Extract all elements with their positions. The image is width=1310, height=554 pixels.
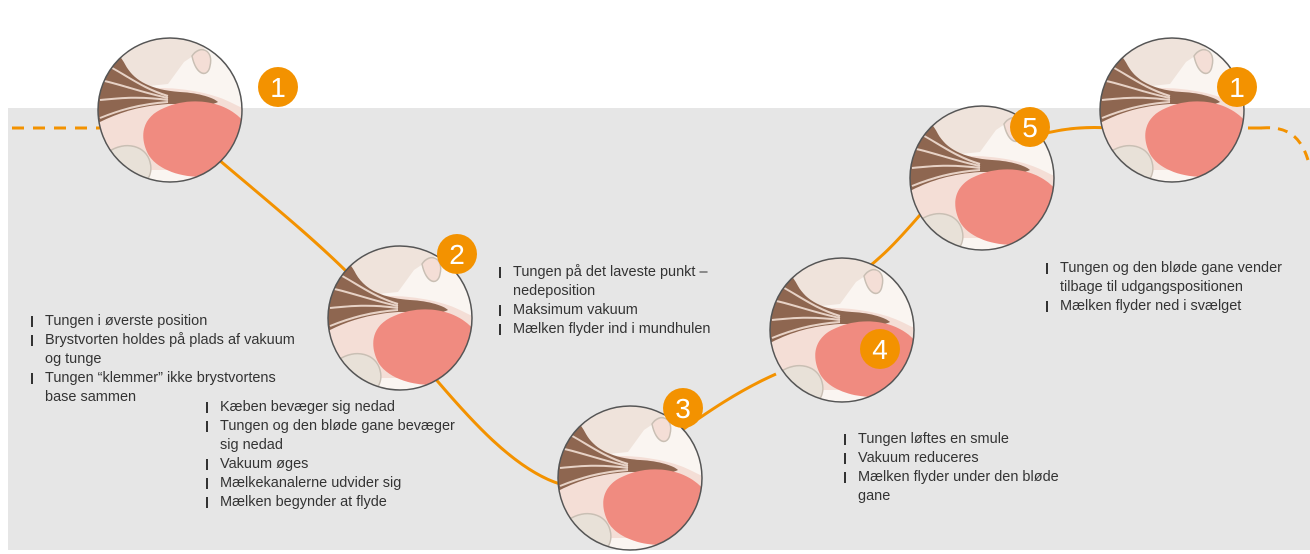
stage-number: 2 xyxy=(449,239,465,270)
stage-number-badge: 5 xyxy=(1010,107,1050,147)
stage-number-badge: 4 xyxy=(860,329,900,369)
stage-number: 1 xyxy=(1229,72,1245,103)
stage-number: 1 xyxy=(270,72,286,103)
description-item: Tungen og den bløde gane vender tilbage … xyxy=(1045,259,1307,297)
stage-1-description: Tungen i øverste position Brystvorten ho… xyxy=(30,312,300,407)
description-item: Mælken flyder ned i svælget xyxy=(1045,297,1307,316)
stage-number: 4 xyxy=(872,334,888,365)
stage-number-badge: 3 xyxy=(663,388,703,428)
description-item: Vakuum øges xyxy=(205,455,475,474)
description-item: Mælken flyder under den bløde gane xyxy=(843,468,1063,506)
description-item: Tungen og den bløde gane bevæger sig ned… xyxy=(205,417,475,455)
stage-2-description: Kæben bevæger sig nedad Tungen og den bl… xyxy=(205,398,475,512)
stage-5-illustration xyxy=(892,88,1072,258)
description-item: Tungen løftes en smule xyxy=(843,430,1063,449)
stage-number: 5 xyxy=(1022,112,1038,143)
description-item: Tungen på det laveste punkt – nedepositi… xyxy=(498,263,758,301)
description-item: Maksimum vakuum xyxy=(498,301,758,320)
description-item: Kæben bevæger sig nedad xyxy=(205,398,475,417)
description-item: Tungen i øverste position xyxy=(30,312,300,331)
stage-number-badge: 2 xyxy=(437,234,477,274)
description-item: Vakuum reduceres xyxy=(843,449,1063,468)
stage-number-badge: 1 xyxy=(1217,67,1257,107)
stage-4-illustration xyxy=(752,240,932,410)
stage-4-description: Tungen løftes en smule Vakuum reduceres … xyxy=(843,430,1063,506)
stage-number: 3 xyxy=(675,393,691,424)
stage-number-badge: 1 xyxy=(258,67,298,107)
stage-5-description: Tungen og den bløde gane vender tilbage … xyxy=(1045,259,1307,316)
path-dashed-right xyxy=(1260,128,1308,160)
stage-3-description: Tungen på det laveste punkt – nedepositi… xyxy=(498,263,758,339)
description-item: Mælken begynder at flyde xyxy=(205,493,475,512)
description-item: Mælkekanalerne udvider sig xyxy=(205,474,475,493)
description-item: Mælken flyder ind i mundhulen xyxy=(498,320,758,339)
stage-1-illustration xyxy=(80,20,260,190)
description-item: Brystvorten holdes på plads af vakuum og… xyxy=(30,331,300,369)
